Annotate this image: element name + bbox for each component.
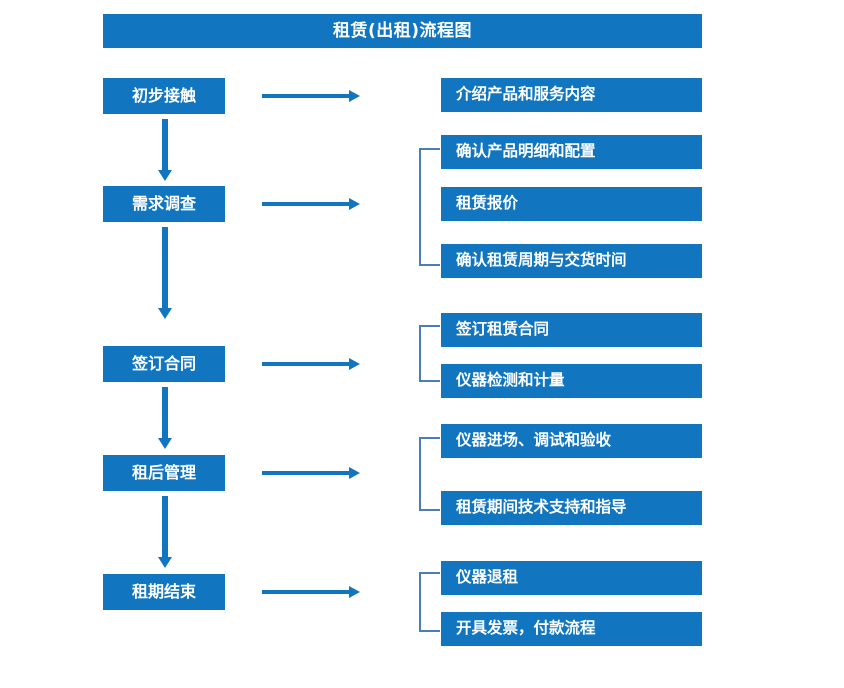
arrow-shaft <box>262 471 350 475</box>
bracket-connector-5 <box>419 572 440 632</box>
arrow-shaft <box>262 362 350 366</box>
stage-box-2[interactable]: 需求调查 <box>103 186 225 222</box>
arrow-head <box>158 557 172 568</box>
vertical-arrow-3 <box>158 387 172 449</box>
stage-box-4[interactable]: 租后管理 <box>103 455 225 491</box>
arrow-head <box>158 308 172 319</box>
bracket-connector-3 <box>419 325 440 382</box>
detail-box-4-2[interactable]: 租赁期间技术支持和指导 <box>441 491 702 525</box>
arrow-head <box>349 358 360 370</box>
stage-box-3[interactable]: 签订合同 <box>103 346 225 382</box>
detail-box-3-2[interactable]: 仪器检测和计量 <box>441 364 702 398</box>
bracket-connector-4 <box>419 437 440 511</box>
detail-box-4-1[interactable]: 仪器进场、调试和验收 <box>441 424 702 458</box>
horizontal-arrow-2 <box>262 198 360 210</box>
arrow-shaft <box>262 202 350 206</box>
arrow-head <box>349 90 360 102</box>
detail-box-3-1[interactable]: 签订租赁合同 <box>441 313 702 347</box>
horizontal-arrow-1 <box>262 90 360 102</box>
arrow-head <box>158 438 172 449</box>
detail-box-2-1[interactable]: 确认产品明细和配置 <box>441 135 702 169</box>
vertical-arrow-4 <box>158 496 172 568</box>
horizontal-arrow-4 <box>262 467 360 479</box>
detail-box-5-1[interactable]: 仪器退租 <box>441 561 702 595</box>
detail-box-5-2[interactable]: 开具发票，付款流程 <box>441 612 702 646</box>
arrow-shaft <box>162 227 168 308</box>
detail-box-1-1[interactable]: 介绍产品和服务内容 <box>441 78 702 112</box>
arrow-shaft <box>262 94 350 98</box>
page-title: 租赁(出租)流程图 <box>103 14 702 48</box>
bracket-connector-2 <box>419 148 440 266</box>
vertical-arrow-2 <box>158 227 172 319</box>
stage-box-5[interactable]: 租期结束 <box>103 574 225 610</box>
arrow-head <box>349 467 360 479</box>
arrow-shaft <box>162 119 168 170</box>
detail-box-2-3[interactable]: 确认租赁周期与交货时间 <box>441 244 702 278</box>
detail-box-2-2[interactable]: 租赁报价 <box>441 187 702 221</box>
arrow-head <box>349 586 360 598</box>
vertical-arrow-1 <box>158 119 172 181</box>
horizontal-arrow-3 <box>262 358 360 370</box>
arrow-shaft <box>262 590 350 594</box>
arrow-head <box>158 170 172 181</box>
arrow-head <box>349 198 360 210</box>
arrow-shaft <box>162 387 168 438</box>
arrow-shaft <box>162 496 168 557</box>
horizontal-arrow-5 <box>262 586 360 598</box>
stage-box-1[interactable]: 初步接触 <box>103 78 225 114</box>
